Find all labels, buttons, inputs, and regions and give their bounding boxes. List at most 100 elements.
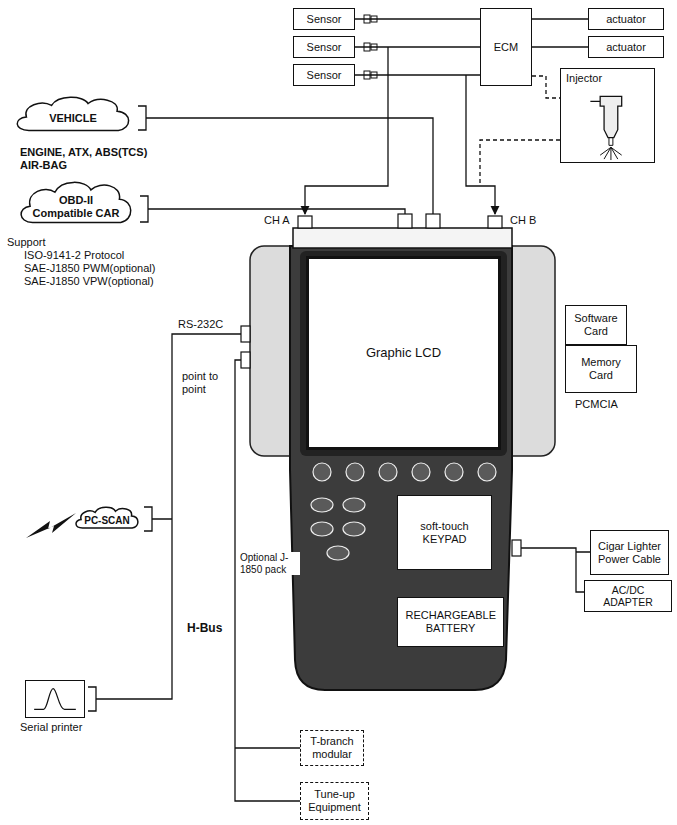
wire-connector — [532, 18, 588, 19]
text-label: RS-232C — [176, 318, 225, 331]
wire — [521, 548, 590, 592]
injector-drawing — [590, 96, 621, 137]
keypad-button — [346, 463, 364, 481]
text-label: AIR-BAG — [18, 159, 69, 172]
node-text: Graphic LCD — [366, 346, 441, 361]
node-text: Sensor — [307, 13, 342, 26]
connector-plug — [241, 326, 250, 342]
wire-connector — [532, 76, 560, 98]
sensor-box: Sensor — [293, 8, 355, 30]
text-label: SAE-J1850 VPW(optional) — [22, 275, 156, 288]
text-label: Support — [5, 236, 48, 249]
card-box: Memory Card — [565, 345, 637, 393]
wire — [144, 507, 172, 531]
keypad-button — [445, 463, 463, 481]
ecm-box: ECM — [480, 8, 532, 86]
node-text: T-branch modular — [306, 735, 358, 760]
text-label: CH A — [262, 214, 292, 227]
connector-plug — [512, 540, 521, 556]
sensor-box: Sensor — [293, 64, 355, 86]
text-label: CH B — [508, 214, 538, 227]
fuel-spray — [600, 138, 622, 161]
scanner-body — [293, 228, 512, 248]
text-label: Optional J-1850 pack — [238, 552, 300, 575]
pc-cloud: PC-SCAN — [72, 504, 142, 534]
wire — [88, 47, 590, 801]
keypad-button — [379, 463, 397, 481]
wireless-bolt — [26, 513, 76, 538]
node-text: Cigar Lighter Power Cable — [596, 540, 663, 565]
node-text: PC-SCAN — [84, 515, 130, 527]
printer-drawing — [26, 681, 84, 717]
optional-box: T-branch modular — [300, 730, 364, 766]
printer-box: Serial printer — [25, 680, 85, 718]
node-text: Sensor — [307, 69, 342, 82]
actuator-box: actuator — [588, 36, 664, 58]
keypad-box: soft-touch KEYPAD — [397, 495, 492, 570]
node-text: Sensor — [307, 41, 342, 54]
node-text: Injector — [566, 72, 602, 85]
node-text: ECM — [494, 41, 518, 54]
node-text: VEHICLE — [49, 112, 97, 125]
text-label: point to point — [180, 370, 232, 395]
vehicle-cloud: OBD-II Compatible CAR — [14, 176, 138, 234]
card-box: Software Card — [565, 305, 627, 345]
connector-plug — [298, 216, 312, 228]
connector-plug — [398, 214, 412, 228]
cloud-outline — [17, 97, 128, 130]
scanner-body — [250, 228, 555, 690]
node-text: actuator — [606, 41, 646, 54]
wire — [138, 106, 433, 214]
node-text: Memory Card — [575, 356, 627, 381]
power-box: Cigar Lighter Power Cable — [590, 530, 669, 575]
node-text: RECHARGEABLE BATTERY — [406, 609, 496, 634]
node-text: actuator — [606, 13, 646, 26]
node-text: Serial printer — [20, 721, 82, 734]
injector-box: Injector — [560, 68, 655, 163]
connector-plug — [488, 216, 502, 228]
node-text: soft-touch KEYPAD — [409, 520, 481, 545]
keypad-button — [478, 463, 496, 481]
node-text: Software Card — [571, 312, 621, 337]
text-label: PCMCIA — [573, 398, 620, 411]
text-label: ISO-9141-2 Protocol — [22, 249, 126, 262]
text-label: ENGINE, ATX, ABS(TCS) — [18, 146, 149, 159]
wireless-bolt — [26, 513, 76, 538]
keypad-button — [311, 522, 333, 536]
printed-curve — [34, 689, 76, 710]
connector-plug — [241, 352, 250, 368]
wire — [480, 140, 560, 186]
node-text: Tune-up Equipment — [307, 788, 363, 813]
keypad-button — [311, 498, 333, 512]
wire — [88, 687, 96, 711]
node-text: OBD-II Compatible CAR — [31, 194, 121, 219]
power-box: AC/DC ADAPTER — [584, 580, 672, 612]
lcd-screen: Graphic LCD — [306, 256, 501, 450]
cloud-outline — [21, 182, 131, 222]
text-label: H-Bus — [185, 622, 224, 636]
optional-box: Tune-up Equipment — [300, 782, 369, 820]
sensor-box: Sensor — [293, 36, 355, 58]
wire-connector — [355, 18, 480, 19]
cloud-outline — [76, 507, 138, 528]
scanner-body — [290, 246, 512, 690]
wire-connector — [532, 46, 588, 47]
scanner-body — [300, 251, 507, 456]
keypad-button — [343, 522, 365, 536]
actuator-box: actuator — [588, 8, 664, 30]
wire — [235, 360, 300, 801]
node-text: AC/DC ADAPTER — [590, 584, 666, 608]
keypad-button — [313, 463, 331, 481]
battery-box: RECHARGEABLE BATTERY — [397, 597, 504, 647]
wire-connector — [355, 74, 480, 75]
keypad-button — [327, 546, 349, 560]
keypad-button — [412, 463, 430, 481]
keypad-button — [343, 498, 365, 512]
text-label: SAE-J1850 PWM(optional) — [22, 262, 157, 275]
vehicle-cloud: VEHICLE — [10, 92, 136, 140]
wire-connector — [355, 46, 480, 47]
connector-plug — [426, 214, 440, 228]
